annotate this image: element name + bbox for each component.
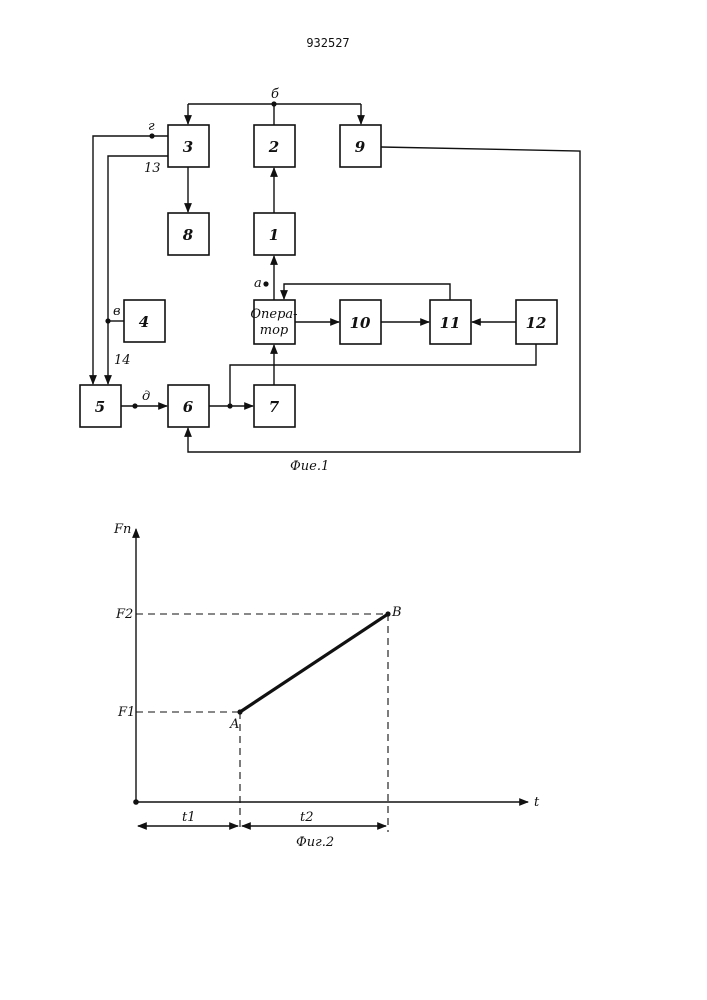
fig1-connections xyxy=(93,104,580,452)
label-d: д xyxy=(142,389,150,404)
block-8-label: 8 xyxy=(183,226,194,244)
block-6: 6 xyxy=(168,385,209,427)
t1-label: t1 xyxy=(182,810,196,825)
point-b-label: B xyxy=(391,605,402,620)
fig1-caption: Фие.1 xyxy=(290,459,329,474)
point-a-label: A xyxy=(229,717,239,732)
block-10-label: 10 xyxy=(350,314,371,332)
fig2-caption: Фиг.2 xyxy=(296,835,334,850)
block-5: 5 xyxy=(80,385,121,427)
tick-f2: F2 xyxy=(115,607,133,622)
block-1-label: 1 xyxy=(269,226,279,244)
block-12-label: 12 xyxy=(526,314,547,332)
point-a-dot xyxy=(237,709,242,714)
label-13: 13 xyxy=(144,161,161,176)
block-4-label: 4 xyxy=(139,313,149,331)
block-7: 7 xyxy=(254,385,295,427)
fig1-block-diagram: 3 2 9 8 1 4 Опера- тор 10 xyxy=(80,87,580,474)
series-line-ab xyxy=(240,614,388,712)
block-7-label: 7 xyxy=(269,398,280,416)
block-9: 9 xyxy=(340,125,381,167)
block-operator: Опера- тор xyxy=(250,300,297,344)
block-3-label: 3 xyxy=(183,138,193,156)
block-8: 8 xyxy=(168,213,209,255)
tick-f1: F1 xyxy=(117,705,135,720)
label-14: 14 xyxy=(114,353,131,368)
block-9-label: 9 xyxy=(355,138,366,156)
t2-label: t2 xyxy=(300,810,314,825)
block-12: 12 xyxy=(516,300,557,344)
block-6-label: 6 xyxy=(183,398,194,416)
fig2-graph: Fп t F2 F1 A B t1 t2 Фиг.2 xyxy=(113,522,540,850)
block-2-label: 2 xyxy=(268,138,279,156)
y-axis-label: Fп xyxy=(113,522,131,537)
block-2: 2 xyxy=(254,125,295,167)
patent-number: 932527 xyxy=(306,36,349,50)
block-5-label: 5 xyxy=(95,398,105,416)
origin-dot xyxy=(133,799,139,805)
block-11: 11 xyxy=(430,300,471,344)
block-1: 1 xyxy=(254,213,295,255)
block-3: 3 xyxy=(168,125,209,167)
point-b-dot xyxy=(385,611,390,616)
operator-line2: тор xyxy=(260,323,289,338)
label-a: а xyxy=(254,276,262,291)
block-4: 4 xyxy=(124,300,165,342)
block-10: 10 xyxy=(340,300,381,344)
block-11-label: 11 xyxy=(440,314,461,332)
label-v: в xyxy=(113,304,121,319)
label-g: г xyxy=(148,119,155,134)
label-b: б xyxy=(271,87,279,102)
operator-line1: Опера- xyxy=(250,307,297,322)
x-axis-label: t xyxy=(534,795,540,810)
